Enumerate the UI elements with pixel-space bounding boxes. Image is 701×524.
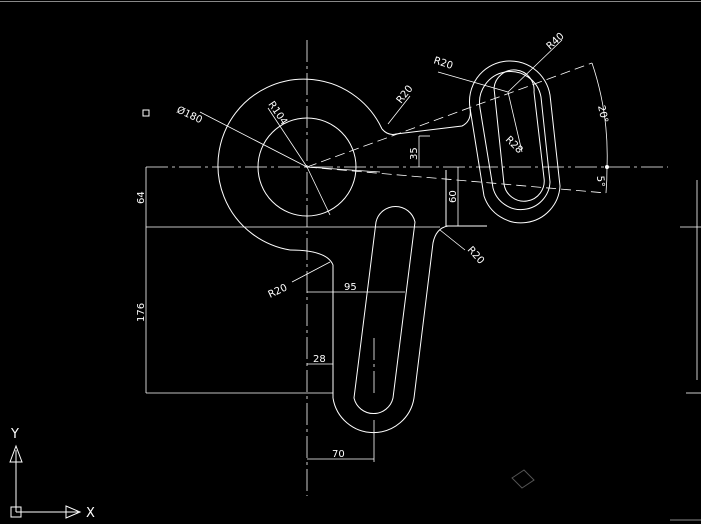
- dim-text-20-deg: 20°: [595, 104, 609, 124]
- ucs-y-label: Y: [10, 427, 19, 442]
- dim-text-r40: R40: [545, 31, 567, 52]
- leader-center-ray: [306, 166, 381, 173]
- dim-angle-20: [591, 62, 608, 168]
- dim-text-r20-left: R20: [267, 282, 289, 300]
- dim-text-60: 60: [448, 190, 459, 203]
- leader-r40: [507, 39, 563, 93]
- upper-slot-inner: [493, 69, 545, 202]
- leader-r20-top: [387, 95, 411, 125]
- watermark-icon: [511, 469, 535, 489]
- snap-point: [605, 165, 609, 169]
- ucs-icon: [9, 444, 82, 519]
- dim-text-r104: R104: [266, 100, 290, 128]
- dim-text-r20-slot: R20: [432, 55, 454, 72]
- dim-text-35: 35: [409, 147, 420, 160]
- dim-text-28: 28: [313, 354, 326, 365]
- leader-r104: [267, 107, 308, 168]
- dim-text-64: 64: [136, 191, 147, 204]
- leader-r28: [507, 91, 523, 153]
- leader-r20-left: [291, 261, 331, 283]
- grip-square[interactable]: [142, 109, 150, 117]
- lower-slot-inner: [353, 206, 416, 414]
- upper-slot-middle: [479, 71, 551, 211]
- inner-circle: [257, 117, 357, 217]
- dim-text-70: 70: [332, 449, 345, 460]
- dim-text-5-deg: 5°: [594, 175, 606, 187]
- dim-text-176: 176: [136, 303, 147, 322]
- leader-lower-slot: [306, 166, 331, 216]
- dim-text-95: 95: [344, 282, 357, 293]
- ucs-x-label: X: [86, 506, 95, 521]
- dim-text-d180: Ø180: [175, 104, 205, 126]
- upper-slot-outer: [468, 60, 561, 224]
- top-fillet: [381, 107, 471, 135]
- outer-arc: [217, 78, 383, 251]
- lower-slot-outer: [332, 225, 456, 434]
- leader-r20-right: [439, 229, 466, 251]
- angled-construction-line: [306, 62, 593, 168]
- dim-text-r20-top: R20: [395, 84, 416, 106]
- leader-d180: [199, 111, 308, 168]
- dim-text-r28: R28: [503, 134, 525, 156]
- leader-r20-slot: [437, 71, 509, 93]
- angled-construction-line-lower: [306, 166, 607, 194]
- dim-text-r20-right: R20: [465, 245, 486, 267]
- left-lower-fillet: [289, 249, 334, 398]
